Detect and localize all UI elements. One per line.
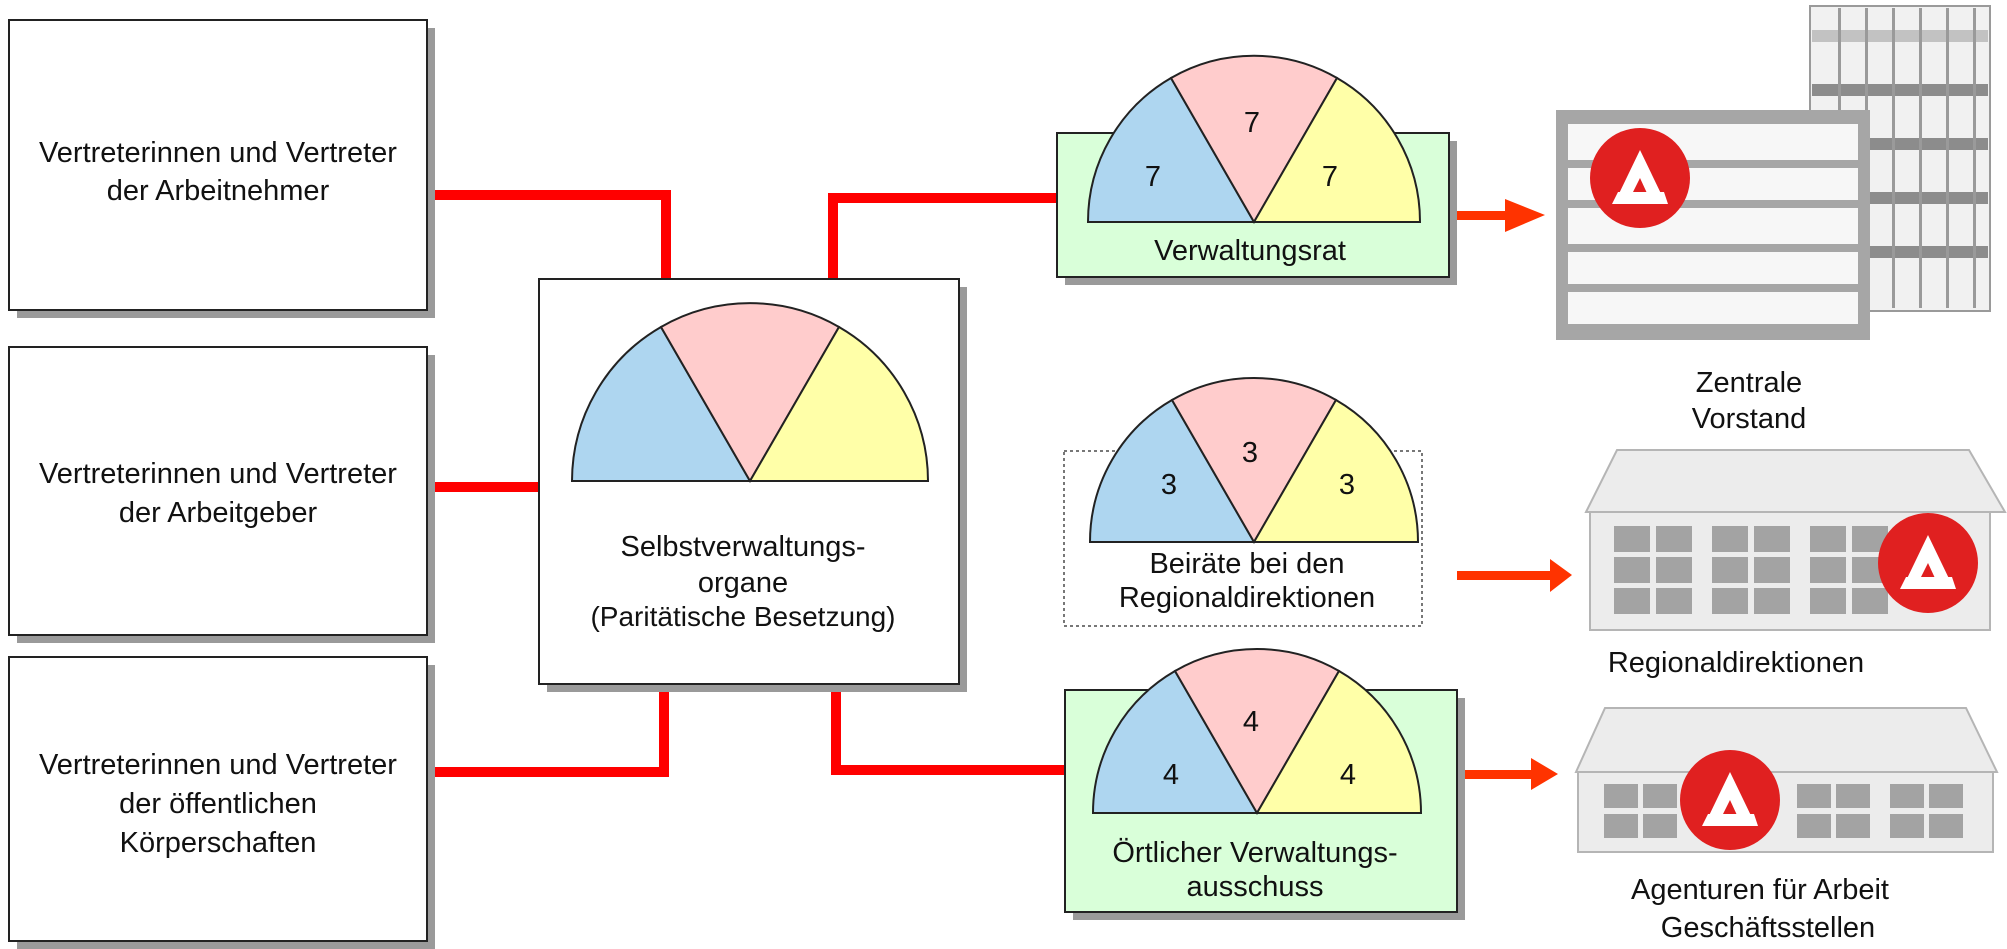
local-seats-employees: 4 [1163,759,1179,791]
central-building-label-2: Vorstand [1692,403,1806,435]
board-sector-yellow [1252,76,1422,223]
box-employees: Vertreterinnen und Vertreter der Arbeitn… [8,19,435,318]
local-label-line-1: Örtlicher Verwaltungs- [1112,837,1397,869]
local-sector-blue [1091,669,1259,814]
advisory-seats-public: 3 [1339,469,1355,501]
local-sector-pink [1173,648,1341,815]
council-board: 7 7 7 Verwaltungsrat [1056,54,1457,285]
box-public-bodies: Vertreterinnen und Vertreter der öffentl… [8,656,435,949]
connector-local [831,690,1065,775]
central-title-line-3: (Paritätische Besetzung) [590,601,895,632]
board-label: Verwaltungsrat [1154,235,1346,267]
advisory-sector-blue [1088,398,1256,543]
advisory-label-line-2: Regionaldirektionen [1119,582,1375,614]
agency-building: Agenturen für Arbeit Geschäftsstellen [1574,707,1999,944]
central-building: Zentrale Vorstand [1556,5,1991,435]
board-seat-gauge [1086,54,1422,225]
council-local: 4 4 4 Örtlicher Verwaltungs- ausschuss [1064,648,1465,920]
advisory-label-line-1: Beiräte bei den [1149,548,1344,580]
logo-icon-regional [1878,513,1978,613]
board-seats-employers: 7 [1244,107,1260,139]
advisory-sector-yellow [1252,398,1420,543]
central-building-label-1: Zentrale [1696,367,1802,399]
box-employers: Vertreterinnen und Vertreter der Arbeitg… [8,346,435,643]
connector-board [828,193,1057,280]
central-title-line-1: Selbstverwaltungs- [621,531,866,563]
connector-lines [427,190,1065,777]
employers-line-1: Vertreterinnen und Vertreter [39,458,397,490]
arrow-local [1465,758,1558,790]
agency-building-label-2: Geschäftsstellen [1661,912,1875,944]
agency-building-label-1: Agenturen für Arbeit [1631,874,1889,906]
central-title-line-2: organe [698,567,788,599]
advisory-seats-employees: 3 [1161,469,1177,501]
arrow-advisory [1457,559,1572,592]
local-seat-gauge [1091,648,1423,815]
local-seats-public: 4 [1340,759,1356,791]
advisory-seats-employers: 3 [1242,437,1258,469]
regional-building-label: Regionaldirektionen [1608,647,1864,679]
public-line-1: Vertreterinnen und Vertreter [39,749,397,781]
arrow-board [1457,199,1545,232]
arrows [1457,199,1572,790]
local-seats-employers: 4 [1243,706,1259,738]
logo-icon-central [1590,128,1690,228]
public-line-2: der öffentlichen [119,788,317,820]
local-label-line-2: ausschuss [1186,871,1323,903]
employers-line-2: der Arbeitgeber [119,497,318,529]
board-sector-pink [1169,54,1339,225]
board-seats-public: 7 [1322,161,1338,193]
advisory-seat-gauge [1088,377,1420,544]
central-seat-gauge [570,302,930,483]
employees-line-2: der Arbeitnehmer [107,175,330,207]
connector-employees [427,190,671,280]
central-sector-blue [570,325,752,482]
central-body: Selbstverwaltungs- organe (Paritätische … [538,278,967,692]
employees-line-1: Vertreterinnen und Vertreter [39,137,397,169]
central-sector-pink [659,302,841,483]
advisory-sector-pink [1170,377,1338,544]
central-sector-yellow [748,325,930,482]
board-sector-blue [1086,76,1256,223]
local-sector-yellow [1255,669,1423,814]
logo-icon-agency [1680,750,1780,850]
regional-building: Regionaldirektionen [1584,449,2007,679]
board-seats-employees: 7 [1145,161,1161,193]
public-line-3: Körperschaften [120,827,317,859]
connector-public [433,690,669,777]
council-advisory: 3 3 3 Beiräte bei den Regionaldirektione… [1063,377,1423,627]
